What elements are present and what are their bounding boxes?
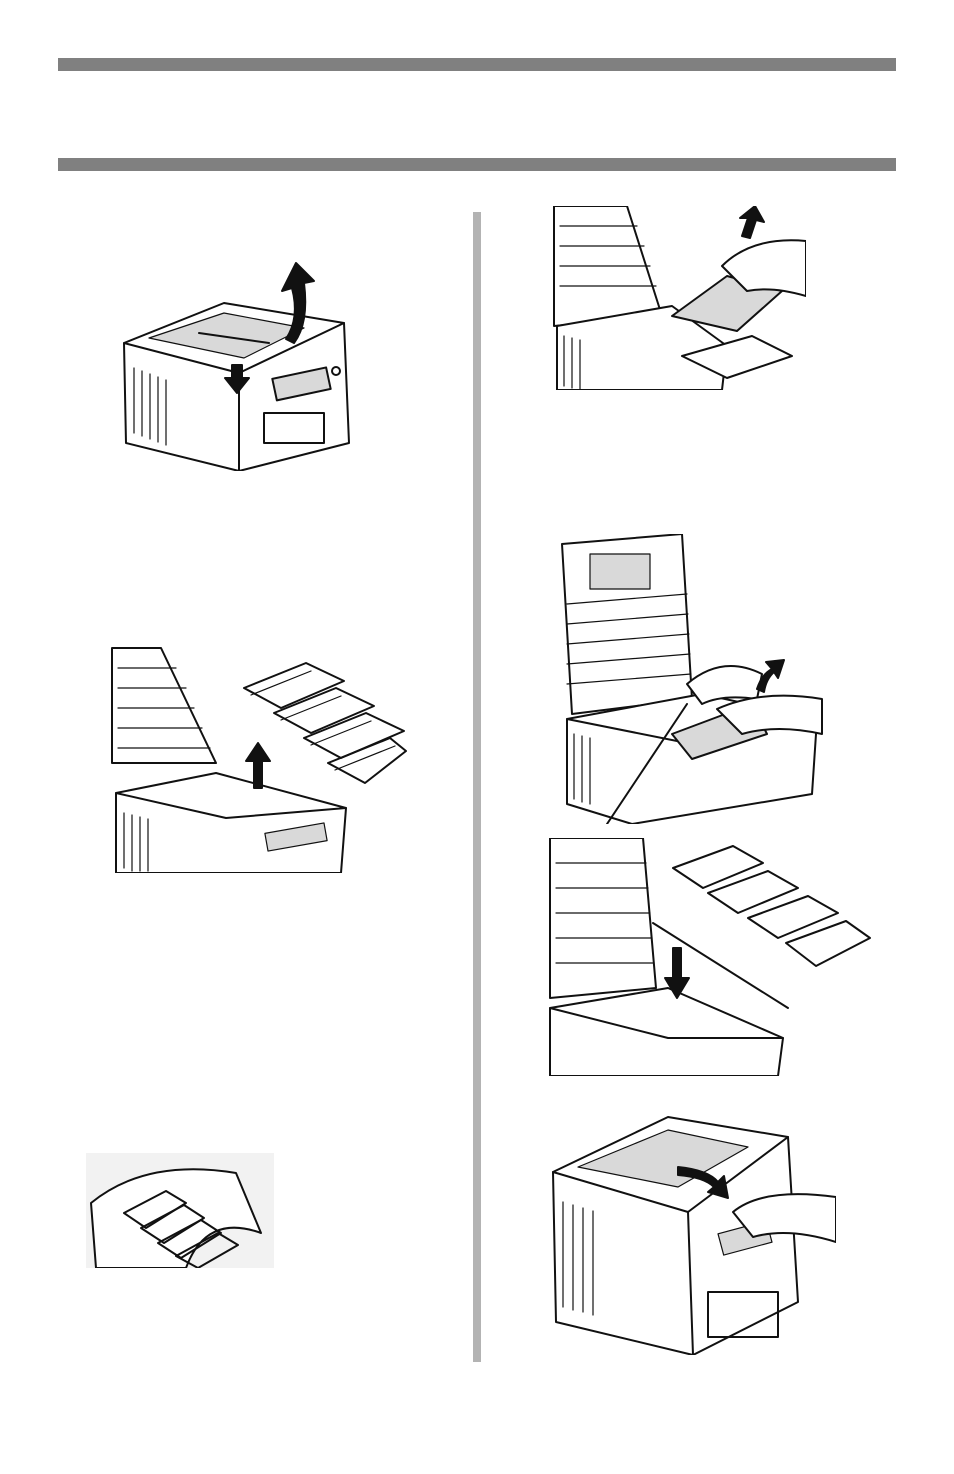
figure-cover-drums	[86, 1153, 274, 1268]
figure-remove-image-drums	[106, 643, 408, 873]
header-rule-bottom	[58, 158, 896, 171]
figure-remove-jammed-sheet	[552, 206, 806, 390]
figure-reinstall-drums	[548, 838, 872, 1076]
column-divider	[473, 212, 481, 1362]
figure-open-top-cover	[104, 243, 356, 471]
header-rule-top	[58, 58, 896, 71]
figure-close-top-cover	[548, 1112, 836, 1355]
figure-remove-paper-fuser	[552, 534, 828, 824]
